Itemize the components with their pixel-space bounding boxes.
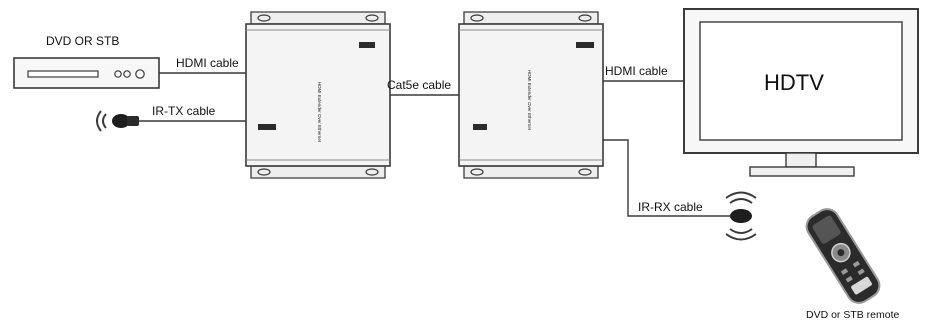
ir-rx-receiver: [725, 191, 757, 241]
hdmi-output-cable-label: HDMI cable: [605, 64, 668, 78]
transmitter-side-text: HDMI Extender Over Ethernet: [317, 82, 322, 143]
source-label: DVD OR STB: [46, 34, 119, 48]
cat5e-cable-label: Cat5e cable: [387, 78, 451, 92]
receiver-unit: [458, 11, 604, 179]
remote-control: [805, 208, 881, 304]
hdtv-label: HDTV: [764, 70, 824, 95]
transmitter-unit: [245, 11, 391, 179]
ir-tx-emitter: [96, 110, 139, 132]
remote-label: DVD or STB remote: [806, 309, 900, 321]
receiver-side-text: HDMI Extender Over Ethernet: [527, 70, 532, 131]
hdmi-input-cable-label: HDMI cable: [176, 56, 239, 70]
hdtv: [683, 8, 919, 177]
ir-tx-cable-label: IR-TX cable: [152, 104, 216, 118]
ir-rx-cable: [603, 139, 730, 217]
ir-rx-cable-label: IR-RX cable: [638, 200, 703, 214]
dvd-stb-player: [13, 57, 160, 89]
